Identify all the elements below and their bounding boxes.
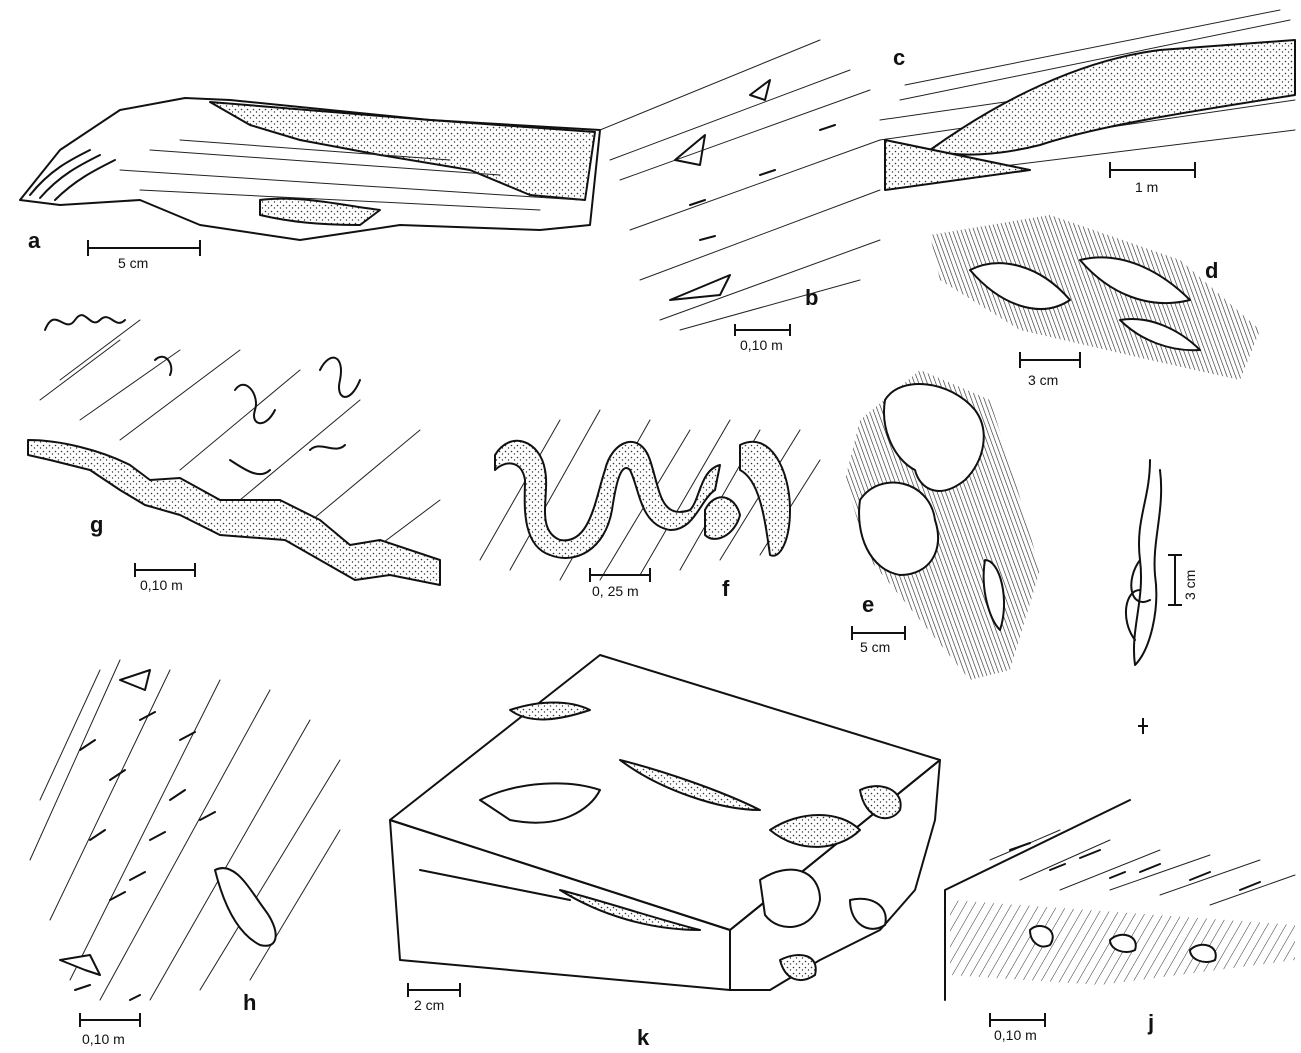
panel-c-scale: 1 m bbox=[1135, 179, 1158, 195]
panel-c: 1 m c bbox=[880, 10, 1295, 195]
panel-b: 0,10 m b bbox=[600, 40, 880, 353]
panel-c-sand-lens bbox=[930, 40, 1295, 155]
panel-k-side-face bbox=[730, 760, 940, 990]
panel-e-scale: 5 cm bbox=[860, 639, 890, 655]
panel-j: 0,10 m j bbox=[945, 800, 1295, 1043]
panel-a-scale: 5 cm bbox=[118, 255, 148, 271]
panel-k-scale: 2 cm bbox=[414, 997, 444, 1013]
panel-b-lens-2 bbox=[670, 275, 730, 300]
panel-i-scale: 3 cm bbox=[1182, 570, 1198, 600]
panel-g-letter: g bbox=[90, 512, 103, 537]
panel-e-letter: e bbox=[862, 592, 874, 617]
panel-g: 0,10 m g bbox=[28, 315, 440, 593]
panel-b-scale: 0,10 m bbox=[740, 337, 783, 353]
panel-f-letter: f bbox=[722, 576, 730, 601]
panel-k: 2 cm k bbox=[390, 655, 940, 1050]
panel-h: 0,10 m h bbox=[30, 660, 340, 1047]
panel-k-lens-2 bbox=[510, 703, 590, 720]
panel-k-letter: k bbox=[637, 1025, 650, 1050]
panel-d-letter: d bbox=[1205, 258, 1218, 283]
panel-j-letter: j bbox=[1147, 1010, 1154, 1035]
panel-a-letter: a bbox=[28, 228, 41, 253]
panel-k-lens-1 bbox=[480, 783, 600, 822]
panel-h-letter: h bbox=[243, 990, 256, 1015]
panel-k-front-face bbox=[390, 820, 730, 990]
panel-k-lens-3 bbox=[620, 760, 760, 810]
panel-j-scale: 0,10 m bbox=[994, 1027, 1037, 1043]
panel-b-lens-1 bbox=[675, 135, 705, 165]
panel-h-scale: 0,10 m bbox=[82, 1031, 125, 1047]
panel-f: 0, 25 m f bbox=[480, 410, 820, 601]
panel-b-letter: b bbox=[805, 285, 818, 310]
panel-c-letter: c bbox=[893, 45, 905, 70]
panel-k-top-face bbox=[390, 655, 940, 930]
panel-d-scale: 3 cm bbox=[1028, 372, 1058, 388]
panel-a: 5 cm a bbox=[20, 98, 600, 271]
panel-g-scale: 0,10 m bbox=[140, 577, 183, 593]
panel-d: 3 cm d bbox=[930, 215, 1260, 388]
panel-d-matrix bbox=[930, 215, 1260, 380]
panel-f-scale: 0, 25 m bbox=[592, 583, 639, 599]
panel-g-crenulation bbox=[45, 315, 125, 330]
panel-f-fold bbox=[495, 441, 720, 558]
panel-e: 5 cm e bbox=[845, 370, 1040, 680]
panel-i: 3 cm bbox=[1126, 460, 1198, 734]
